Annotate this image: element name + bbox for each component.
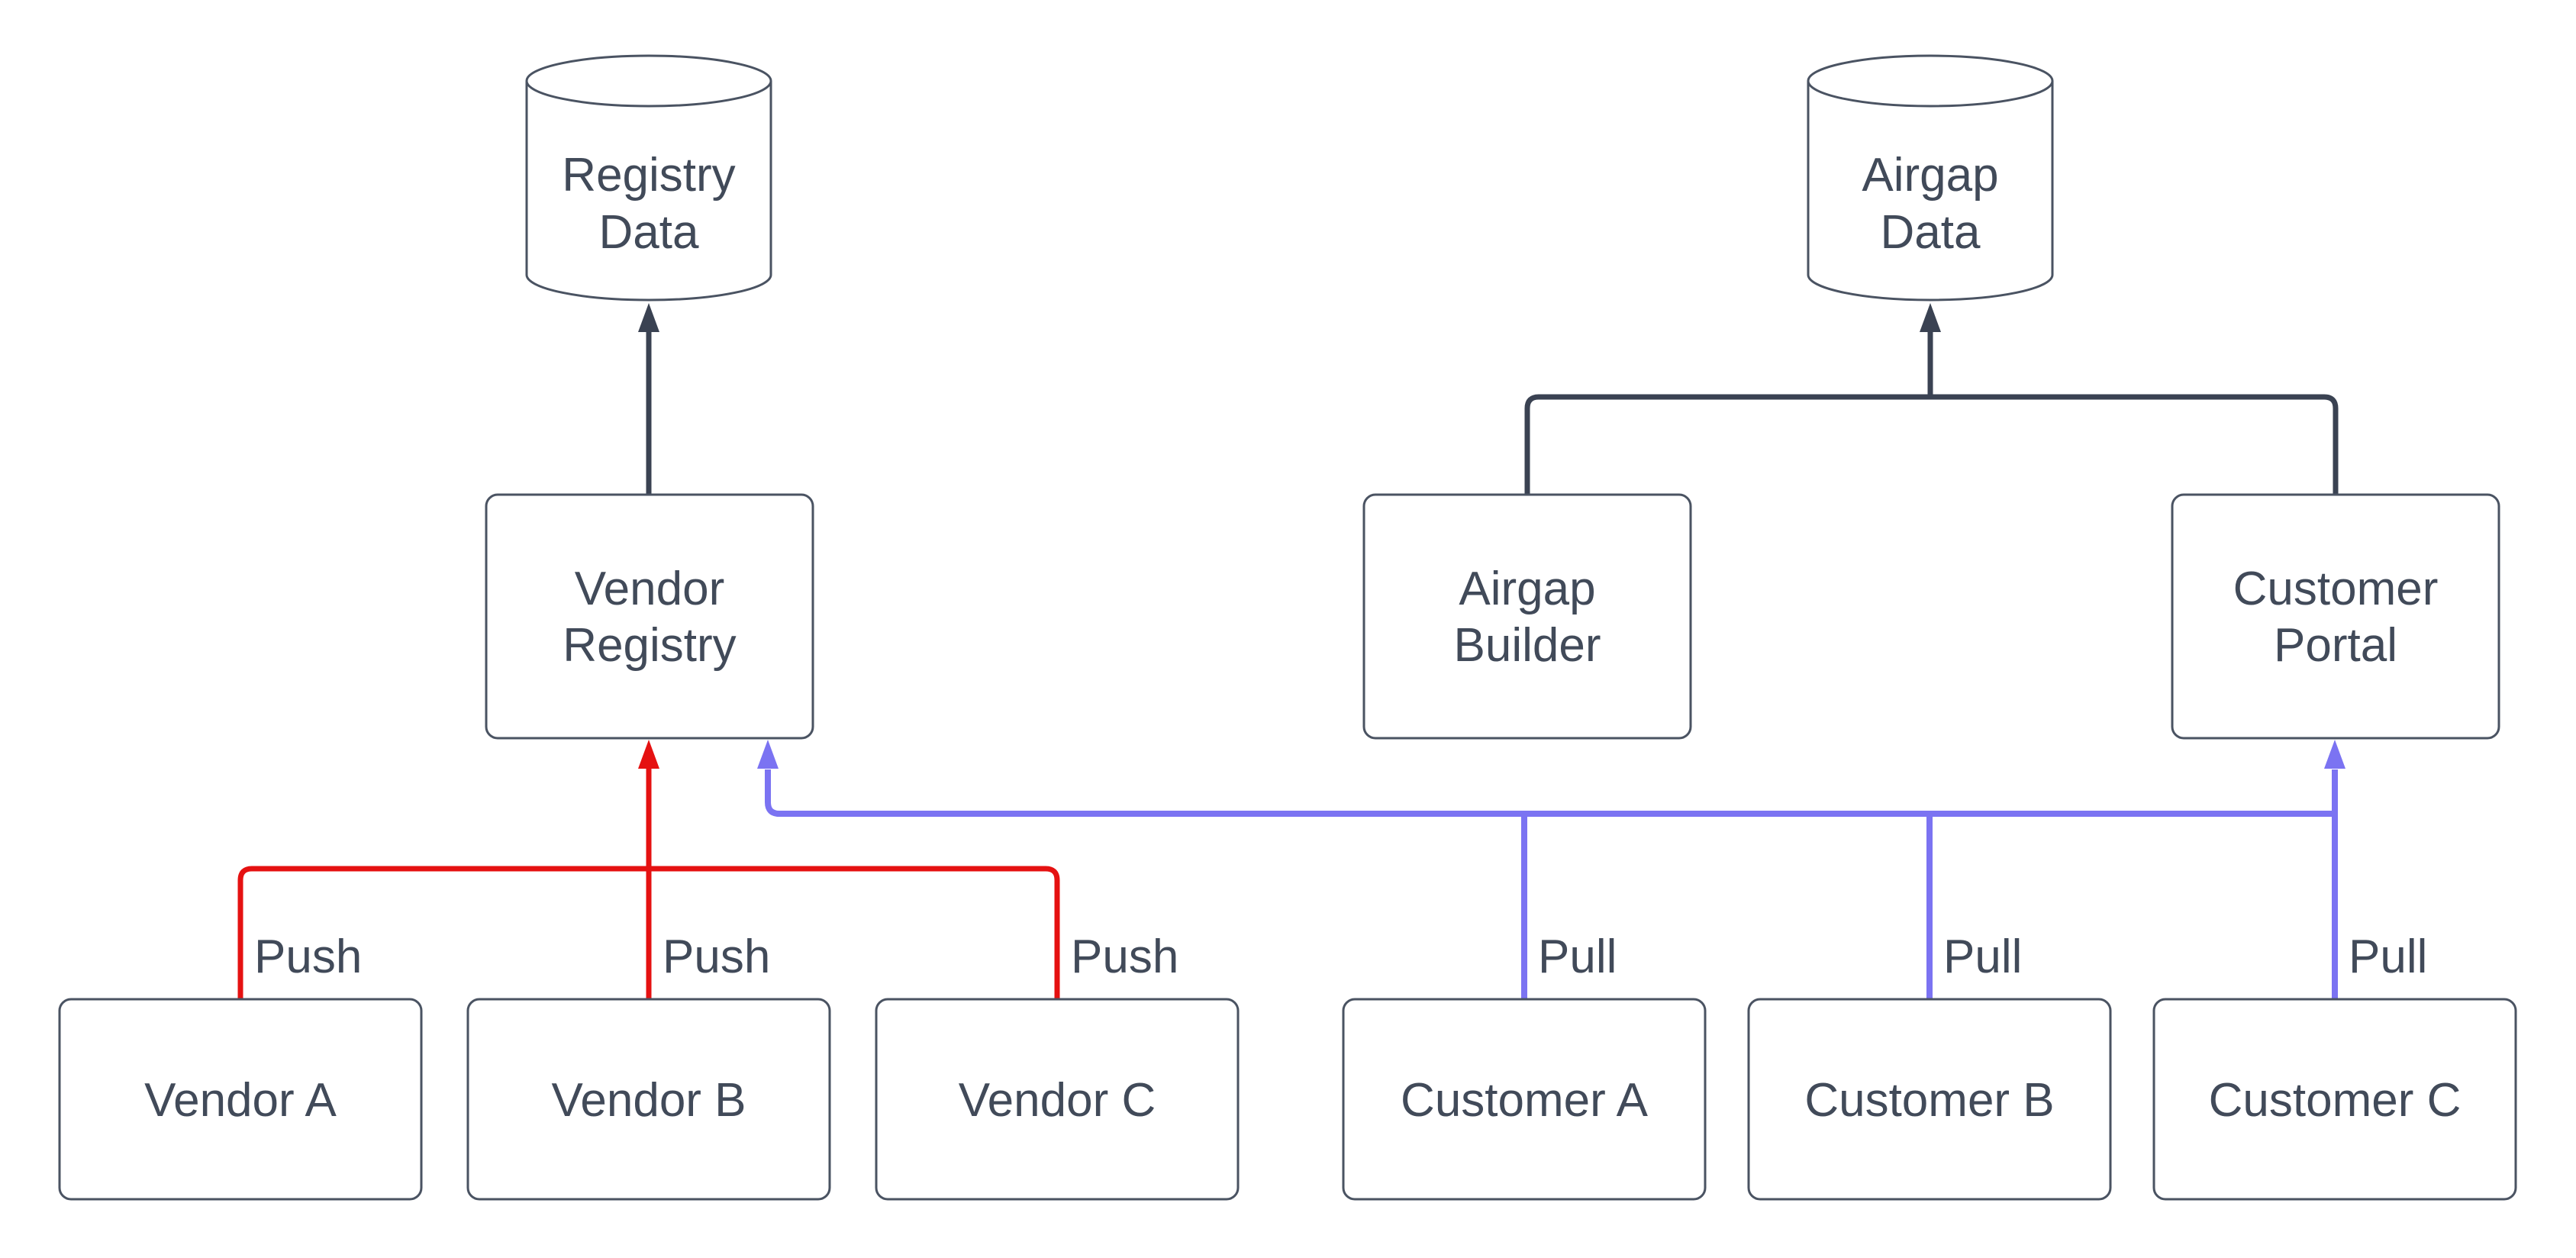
pull-label-customer-a: Pull: [1538, 931, 1617, 983]
pull-label-customer-c: Pull: [2349, 931, 2427, 983]
pull-label-customer-b: Pull: [1943, 931, 2022, 983]
arrowhead-into-airgap-data: [1920, 303, 1941, 332]
customer-a-node: [1342, 998, 1707, 1201]
airgap-builder-label-line-1: Airgap: [1459, 563, 1595, 615]
arrowhead-pull-into-vendor-registry: [757, 740, 779, 769]
vendor-c-label: Vendor C: [959, 1074, 1156, 1127]
dark-edges: [646, 331, 2339, 495]
push-edge-vendor-c: [649, 866, 1060, 999]
vendor-b-node: [466, 998, 831, 1201]
push-label-vendor-a: Push: [254, 931, 362, 983]
customer-portal-node: [2171, 493, 2500, 740]
airgap-builder-label-line-2: Builder: [1454, 619, 1601, 672]
vendor-a-node: [58, 998, 423, 1201]
dark-arrowheads: [638, 303, 1941, 332]
customer-c-node: [2152, 998, 2517, 1201]
vendor-registry-node: [485, 493, 814, 740]
arrowhead-pull-into-customer-portal: [2324, 740, 2345, 769]
registry-data-cylinder-top: [525, 54, 772, 108]
registry-data-label-line-2: Data: [599, 206, 699, 259]
airgap-builder-node: [1362, 493, 1692, 740]
airgap-data-label-line-1: Airgap: [1862, 149, 1998, 202]
push-edges: [237, 768, 1060, 999]
pull-arrowheads: [757, 740, 2345, 769]
customer-c-label: Customer C: [2209, 1074, 2462, 1127]
push-label-vendor-c: Push: [1071, 931, 1178, 983]
labels: Registry Data Airgap Data Vendor Registr…: [144, 149, 2461, 1127]
airgap-data-cylinder-body: [1807, 81, 2054, 302]
customer-b-label: Customer B: [1804, 1074, 2054, 1127]
customer-portal-label-line-2: Portal: [2274, 619, 2397, 672]
vendor-c-node: [875, 998, 1240, 1201]
airgap-data-label-line-2: Data: [1881, 206, 1981, 259]
registry-data-cylinder: [525, 54, 772, 302]
registry-data-label-line-1: Registry: [562, 149, 735, 202]
edge-customer-portal-to-airgap-data: [1930, 394, 2339, 495]
node-shapes: [58, 54, 2517, 1201]
airgap-data-cylinder: [1807, 54, 2054, 302]
arrowhead-push-into-vendor-registry: [638, 740, 659, 769]
airgap-data-cylinder-top: [1807, 54, 2054, 108]
push-arrowheads: [638, 740, 659, 769]
pull-trunk-to-vendor-registry: [765, 769, 2335, 817]
customer-a-label: Customer A: [1401, 1074, 1649, 1127]
customer-b-node: [1747, 998, 2112, 1201]
registry-data-cylinder-body: [525, 81, 772, 302]
arrowhead-into-registry-data: [638, 303, 659, 332]
customer-portal-label-line-1: Customer: [2233, 563, 2439, 615]
push-label-vendor-b: Push: [663, 931, 770, 983]
vendor-registry-label-line-1: Vendor: [575, 563, 725, 615]
vendor-b-label: Vendor B: [551, 1074, 746, 1127]
vendor-a-label: Vendor A: [144, 1074, 337, 1127]
vendor-registry-label-line-2: Registry: [563, 619, 736, 672]
push-edge-vendor-a: [237, 866, 649, 999]
pull-edges: [765, 769, 2338, 999]
edge-airgap-builder-to-airgap-data: [1524, 394, 1930, 495]
